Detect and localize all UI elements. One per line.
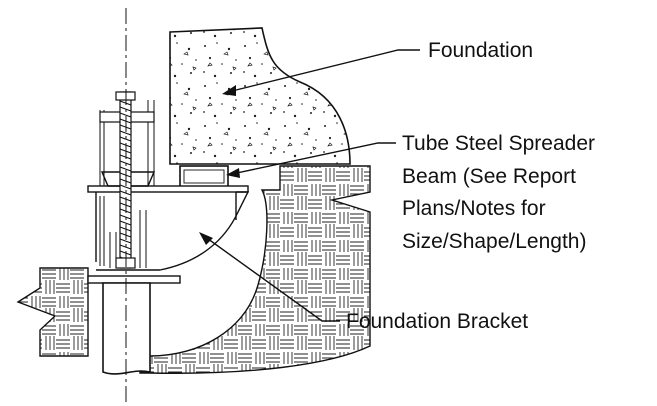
label-foundation-bracket: Foundation Bracket <box>346 310 528 333</box>
concrete-foundation <box>169 27 351 165</box>
pile <box>102 282 151 375</box>
leader-bracket-arrow <box>199 232 213 245</box>
leader-bracket <box>203 235 340 322</box>
label-spreader-line-2: Beam (See Report <box>402 165 576 188</box>
tube-steel-spreader-beam <box>179 165 229 188</box>
label-spreader-line-1: Tube Steel Spreader <box>402 132 595 155</box>
leader-spreader-arrow <box>226 168 240 178</box>
label-spreader-line-4: Size/Shape/Length) <box>402 230 586 253</box>
leader-foundation <box>227 49 420 93</box>
soil-left <box>16 267 89 357</box>
soil-right <box>139 165 371 374</box>
label-foundation: Foundation <box>428 39 533 62</box>
label-spreader-line-3: Plans/Notes for <box>402 197 546 220</box>
leader-foundation-arrow <box>222 85 236 96</box>
tube-steel-inner <box>183 169 225 184</box>
leader-spreader <box>231 142 396 175</box>
